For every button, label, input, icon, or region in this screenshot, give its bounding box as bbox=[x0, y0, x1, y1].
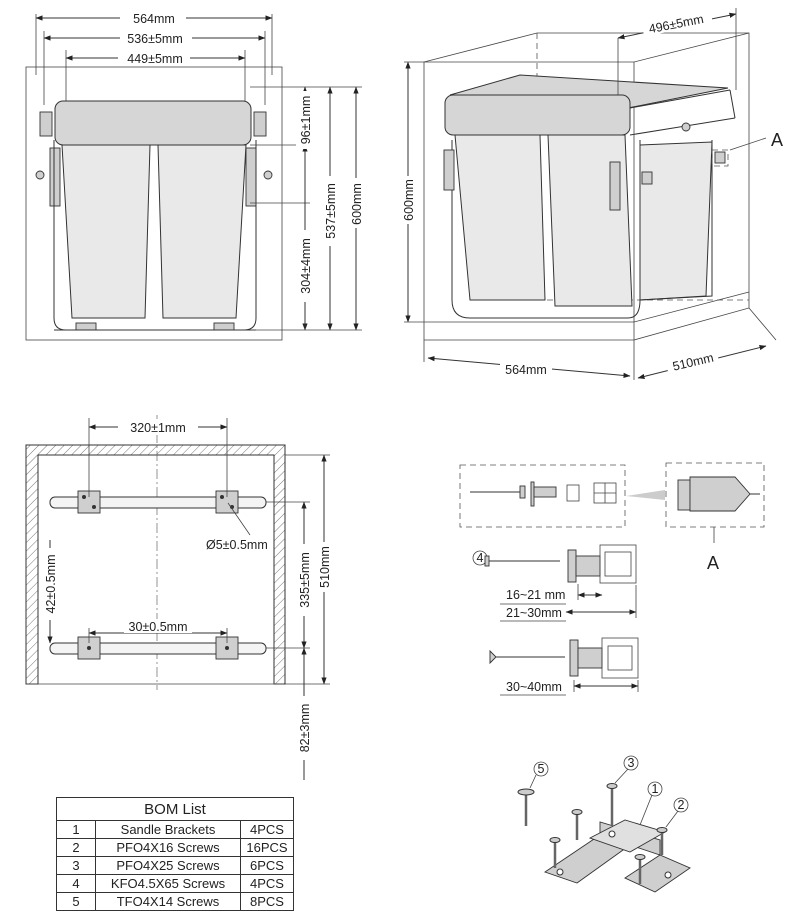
bracket-base-right bbox=[624, 854, 691, 893]
bom-no: 3 bbox=[56, 856, 96, 875]
bom-row: 4 KFO4.5X65 Screws 4PCS bbox=[56, 874, 294, 893]
plan-view: 320±1mm Ø5±0.5mm 30±0.5mm 42±0.5mm 335±5… bbox=[25, 415, 333, 780]
bom-no: 5 bbox=[56, 892, 96, 911]
bracket-callout-3: 3 bbox=[628, 756, 635, 770]
bom-row: 2 PFO4X16 Screws 16PCS bbox=[56, 838, 294, 857]
dim-middle-height: 537±5mm bbox=[324, 183, 338, 239]
dim-overall-width: 564mm bbox=[133, 12, 175, 26]
bom-no: 2 bbox=[56, 838, 96, 857]
detail-a-label: A bbox=[707, 553, 719, 573]
bom-name: Sandle Brackets bbox=[95, 820, 241, 839]
plan-dim-bracket-spacing: 320±1mm bbox=[130, 421, 186, 435]
fixing-range-3: 30~40mm bbox=[506, 680, 562, 694]
front-bin-left bbox=[61, 144, 151, 319]
fixing-kit-box bbox=[459, 464, 626, 528]
front-bin-right bbox=[157, 144, 247, 319]
front-view: 564mm 536±5mm 449±5mm 96±1mm bbox=[25, 10, 366, 341]
iso-dim-height: 600mm bbox=[402, 179, 416, 221]
bom-name: PFO4X25 Screws bbox=[95, 856, 241, 875]
bracket-illustration: 5 3 1 2 bbox=[517, 755, 691, 893]
plan-dim-hole: Ø5±0.5mm bbox=[206, 538, 268, 552]
bom-qty: 8PCS bbox=[240, 892, 294, 911]
bom-row: 3 PFO4X25 Screws 6PCS bbox=[56, 856, 294, 875]
dim-inner-width: 536±5mm bbox=[127, 32, 183, 46]
dim-total-height: 600mm bbox=[350, 183, 364, 225]
bom-name: TFO4X14 Screws bbox=[95, 892, 241, 911]
fixing-range-1: 16~21 mm bbox=[506, 588, 565, 602]
detail-a-box bbox=[665, 462, 765, 528]
iso-bin-right bbox=[547, 134, 633, 307]
bom-row: 5 TFO4X14 Screws 8PCS bbox=[56, 892, 294, 911]
iso-callout-a: A bbox=[771, 130, 783, 150]
bom-title: BOM List bbox=[56, 797, 294, 821]
fixing-callout-4: 4 bbox=[477, 551, 484, 565]
plan-dim-rail-depth: 335±5mm bbox=[298, 552, 312, 608]
bom-row: 1 Sandle Brackets 4PCS bbox=[56, 820, 294, 839]
bom-qty: 16PCS bbox=[240, 838, 294, 857]
bracket-callout-5: 5 bbox=[538, 762, 545, 776]
bom-qty: 4PCS bbox=[240, 820, 294, 839]
plan-dim-rail-offset: 30±0.5mm bbox=[129, 620, 188, 634]
iso-lid bbox=[444, 94, 631, 136]
bom-qty: 4PCS bbox=[240, 874, 294, 893]
bom-table: BOM List 1 Sandle Brackets 4PCS 2 PFO4X1… bbox=[56, 797, 294, 911]
plan-dim-cabinet-depth: 510mm bbox=[318, 546, 332, 588]
bracket-callout-1: 1 bbox=[652, 782, 659, 796]
iso-view: A 496±5mm 600mm 564mm 510mm bbox=[400, 7, 783, 380]
iso-dim-depth: 510mm bbox=[671, 351, 715, 374]
fixing-range-2: 21~30mm bbox=[506, 606, 562, 620]
iso-dim-width: 564mm bbox=[505, 363, 547, 377]
plan-dim-rear-offset: 82±3mm bbox=[298, 704, 312, 753]
plan-dim-front-offset: 42±0.5mm bbox=[44, 555, 58, 614]
bom-name: PFO4X16 Screws bbox=[95, 838, 241, 857]
iso-bin-left bbox=[454, 134, 546, 301]
front-lid bbox=[54, 100, 252, 146]
plan-rear-rail bbox=[49, 496, 267, 509]
dim-top-height: 96±1mm bbox=[299, 96, 313, 145]
dim-rail-spacing: 449±5mm bbox=[127, 52, 183, 66]
bracket-callout-2: 2 bbox=[678, 798, 685, 812]
bom-no: 1 bbox=[56, 820, 96, 839]
bom-qty: 6PCS bbox=[240, 856, 294, 875]
detail-a-adjuster bbox=[689, 476, 751, 512]
fixings-detail: A 4 16~21 mm 21~30mm 30~40mm bbox=[459, 462, 765, 696]
bom-name: KFO4.5X65 Screws bbox=[95, 874, 241, 893]
bom-no: 4 bbox=[56, 874, 96, 893]
front-cabinet-outline bbox=[25, 66, 283, 341]
plan-front-rail bbox=[49, 642, 267, 655]
dim-lower-height: 304±4mm bbox=[299, 238, 313, 294]
